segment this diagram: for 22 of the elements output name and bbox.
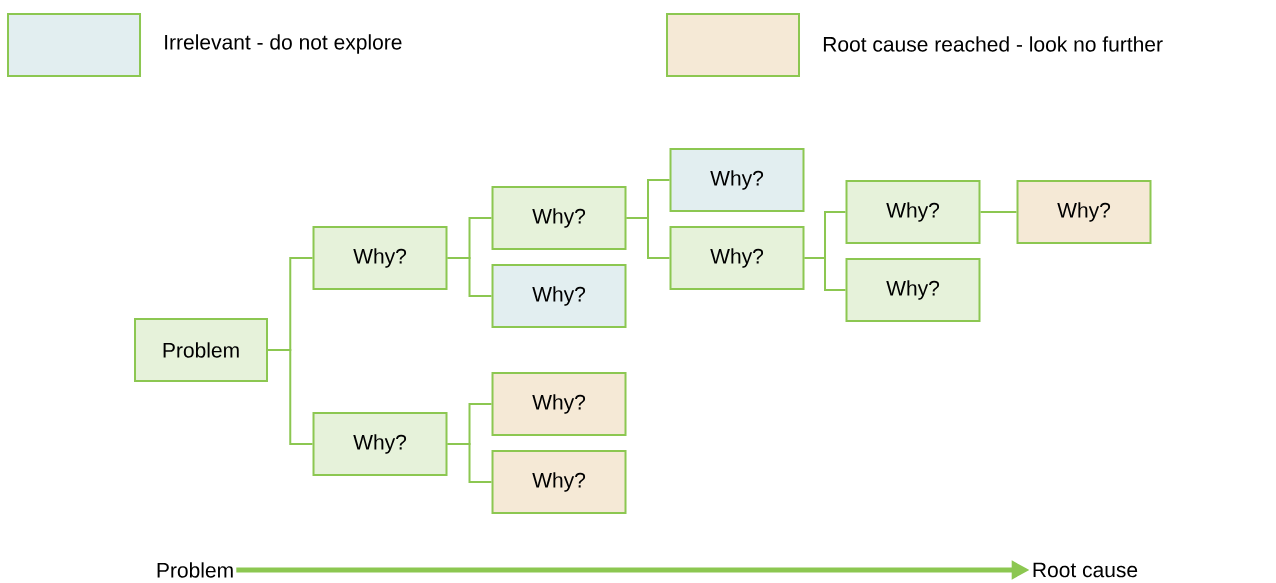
connector-line	[803, 257, 847, 291]
question-box: Why?	[669, 226, 805, 290]
connector-line	[267, 349, 314, 445]
axis-label: Root cause	[1033, 562, 1138, 578]
legend-label: Irrelevant - do not explore	[165, 34, 402, 54]
question-box: Why?	[491, 450, 627, 514]
question-box: Problem	[134, 318, 268, 382]
question-box: Why?	[312, 412, 448, 476]
question-box: Why?	[669, 148, 805, 212]
question-box: Why?	[491, 372, 627, 436]
question-box: Why?	[1016, 180, 1152, 244]
connector-line	[625, 217, 671, 259]
connector-line	[446, 443, 493, 483]
axis-label: Problem	[157, 562, 233, 578]
connector-line	[979, 211, 1018, 213]
question-box: Why?	[491, 264, 627, 328]
question-box: Why?	[491, 186, 627, 250]
question-box: Why?	[845, 258, 981, 322]
legend-label: Root cause reached - look no further	[823, 36, 1163, 52]
question-box: Why?	[312, 226, 448, 290]
question-box: Why?	[845, 180, 981, 244]
connector-line	[446, 257, 493, 297]
